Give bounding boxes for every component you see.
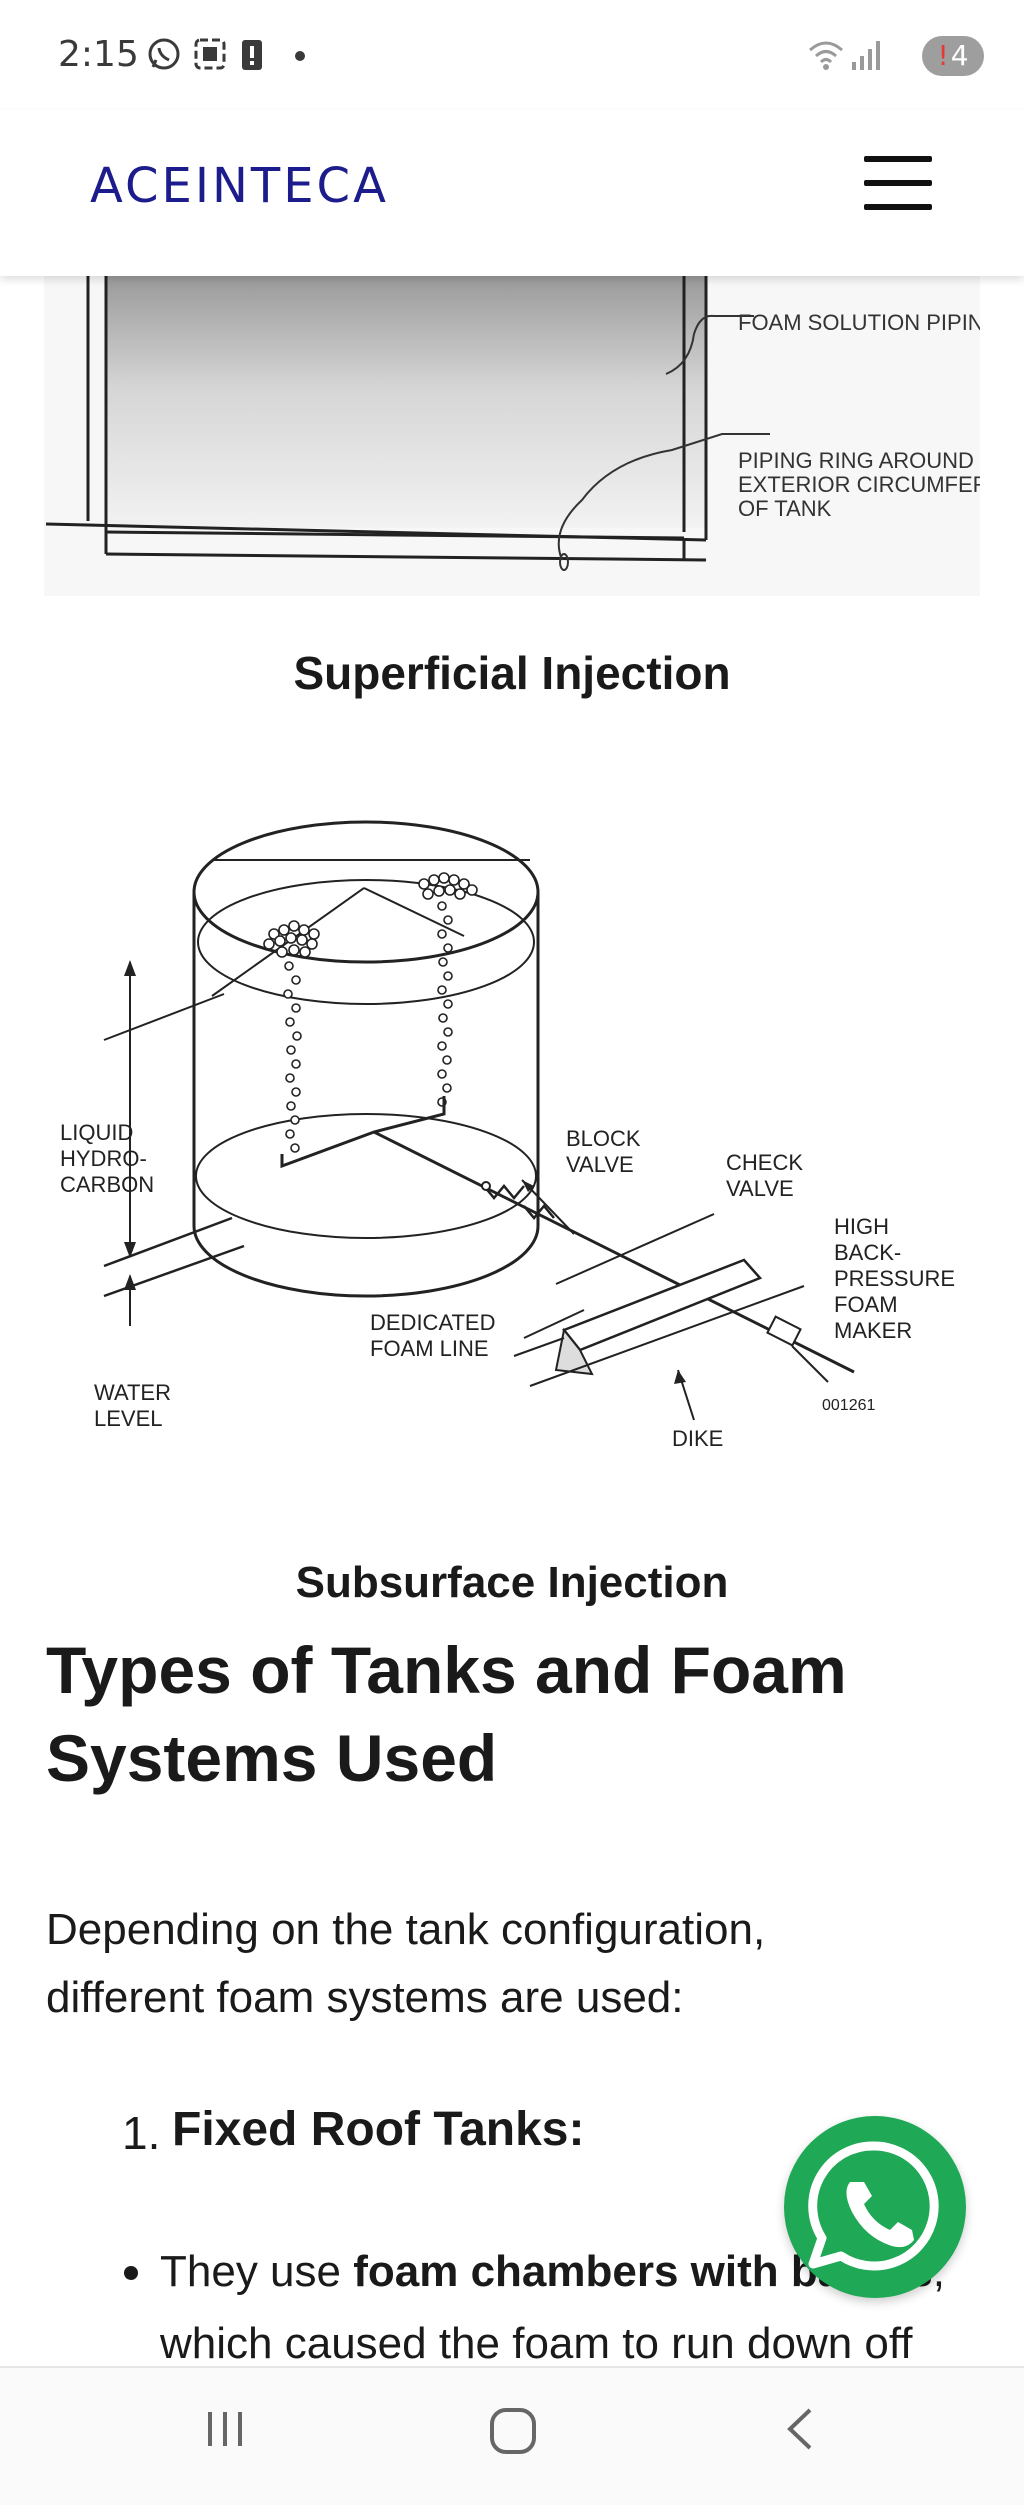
subsurface-injection-figure: LIQUID HYDRO- CARBON BLOCK VALVE CHECK V…: [44, 766, 980, 1456]
label-liquid-2: HYDRO-: [60, 1146, 147, 1171]
label-water-1: WATER: [94, 1380, 171, 1405]
figure-caption-superficial: Superficial Injection: [293, 647, 731, 699]
site-header: ACEINTECA: [0, 110, 1024, 276]
whatsapp-icon: [148, 38, 180, 70]
battery-alert-icon: [242, 40, 262, 70]
bullet-text-start: They use: [160, 2247, 354, 2296]
list-item-heading: Fixed Roof Tanks:: [172, 2103, 585, 2156]
menu-line-top: [864, 156, 932, 162]
menu-line-bottom: [864, 204, 932, 210]
label-high-5: MAKER: [834, 1318, 912, 1343]
label-high-2: BACK-: [834, 1240, 901, 1265]
label-liquid-3: CARBON: [60, 1172, 154, 1197]
label-liquid-1: LIQUID: [60, 1120, 133, 1145]
superficial-injection-figure: FOAM SOLUTION PIPING PIPING RING AROUND …: [44, 276, 980, 596]
figure-number: 001261: [822, 1397, 875, 1414]
back-icon[interactable]: [776, 2404, 826, 2454]
label-piping-ring-3: OF TANK: [738, 496, 832, 521]
wifi-icon: [809, 41, 843, 70]
screenshot-icon: [194, 38, 226, 70]
page-content: FOAM SOLUTION PIPING PIPING RING AROUND …: [0, 276, 1024, 2366]
label-block-2: VALVE: [566, 1152, 634, 1177]
status-time: 2:15: [58, 34, 139, 75]
label-check-2: VALVE: [726, 1176, 794, 1201]
label-piping-ring-2: EXTERIOR CIRCUMFEREN: [738, 472, 980, 497]
label-high-1: HIGH: [834, 1214, 889, 1239]
hamburger-icon[interactable]: [862, 154, 934, 214]
whatsapp-icon: [808, 2141, 939, 2271]
recent-apps-icon[interactable]: [200, 2404, 250, 2454]
label-block-1: BLOCK: [566, 1126, 641, 1151]
label-dedicated-1: DEDICATED: [370, 1310, 496, 1335]
bullet-marker: [124, 2266, 138, 2280]
site-logo[interactable]: ACEINTECA: [90, 158, 389, 214]
menu-line-middle: [864, 180, 932, 186]
dot-icon: [295, 51, 305, 61]
status-bar: 2:15 !4: [0, 0, 1024, 110]
list-item-number: 1.: [122, 2107, 161, 2159]
label-high-3: PRESSURE: [834, 1266, 955, 1291]
label-water-2: LEVEL: [94, 1406, 163, 1431]
section-paragraph: Depending on the tank configuration, dif…: [46, 1905, 766, 2022]
label-high-4: FOAM: [834, 1292, 898, 1317]
label-check-1: CHECK: [726, 1150, 803, 1175]
battery-level: 4: [950, 39, 969, 72]
bullet-text-cut-line: which caused the foam to run down off: [160, 2319, 913, 2366]
signal-icon: [852, 41, 880, 70]
whatsapp-chat-button[interactable]: [784, 2116, 966, 2298]
battery-alert-mark: !: [937, 39, 949, 72]
figure-caption-subsurface: Subsurface Injection: [295, 1558, 729, 1607]
label-dike: DIKE: [672, 1426, 723, 1451]
label-piping-ring-1: PIPING RING AROUND: [738, 448, 974, 473]
section-heading: Types of Tanks and Foam Systems Used: [46, 1633, 847, 1795]
battery-indicator: !4: [922, 36, 984, 76]
system-nav-bar: [0, 2366, 1024, 2505]
label-dedicated-2: FOAM LINE: [370, 1336, 489, 1361]
label-foam-solution-piping: FOAM SOLUTION PIPING: [738, 310, 980, 335]
home-icon[interactable]: [486, 2404, 540, 2458]
